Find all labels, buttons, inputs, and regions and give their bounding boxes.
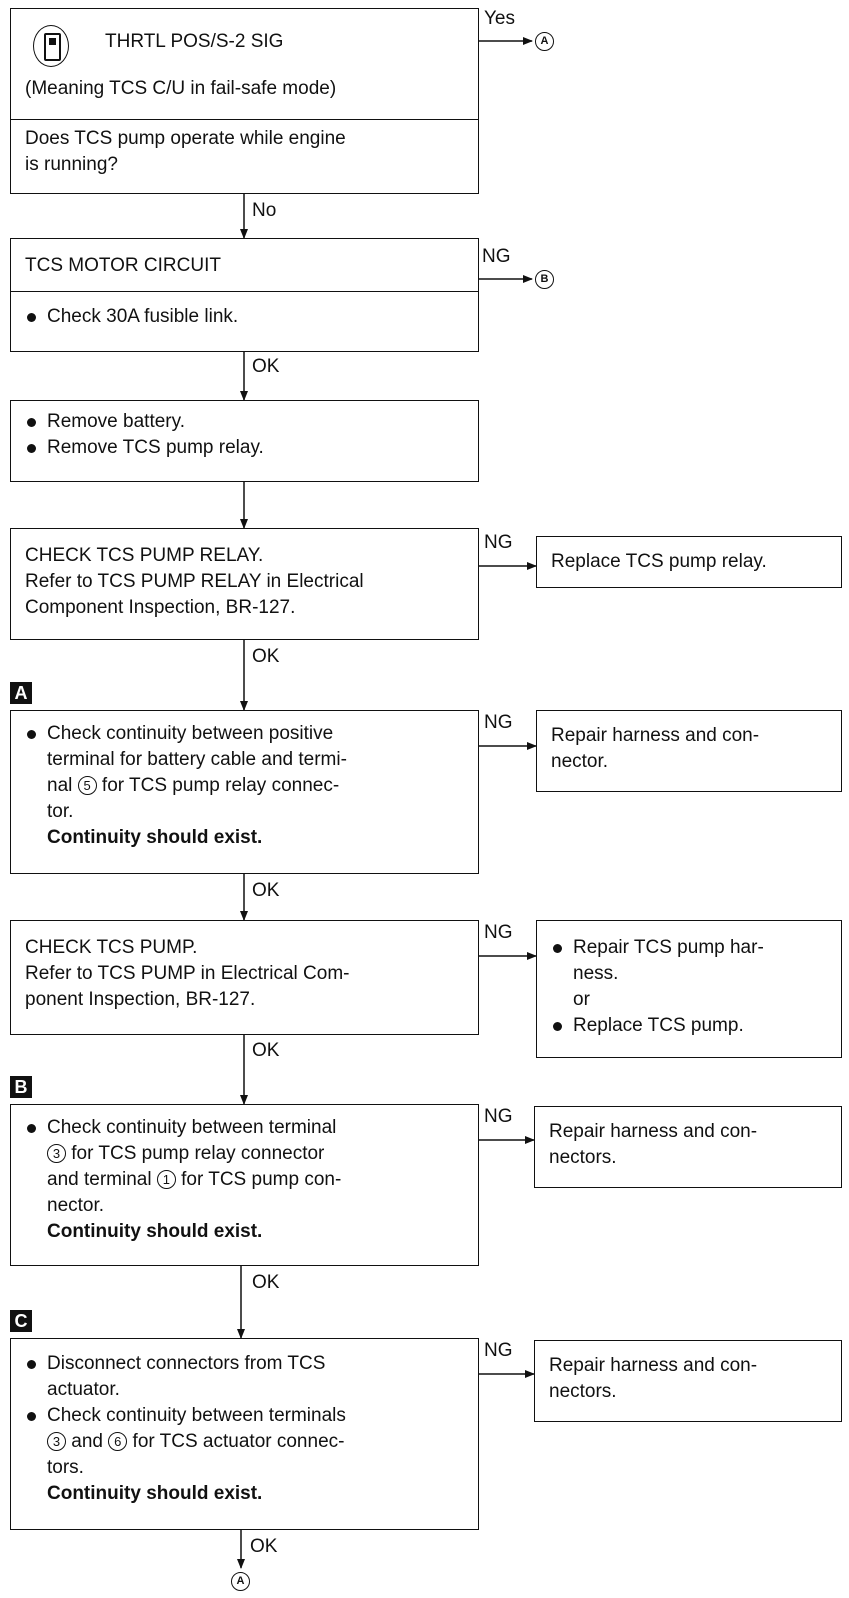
terminal-3: 3 [47, 1144, 66, 1163]
step6-box: CHECK TCS PUMP. Refer to TCS PUMP in Ele… [10, 920, 479, 1035]
consult-tester-icon [33, 25, 69, 67]
connector-a-top: A [535, 32, 554, 51]
step8-item-2: Check continuity between terminals [25, 1403, 468, 1429]
step8-item-1: Disconnect connectors from TCS [25, 1351, 468, 1377]
ng-label-step7: NG [484, 1106, 513, 1127]
ng-label-step4: NG [484, 532, 513, 553]
step1-title: THRTL POS/S-2 SIG [105, 31, 284, 52]
ok-label-step7: OK [252, 1272, 280, 1293]
step8-ng-action-box: Repair harness and con- nectors. [534, 1340, 842, 1422]
marker-a: A [10, 682, 32, 704]
ng-label-step6: NG [484, 922, 513, 943]
ok-label-step6: OK [252, 1040, 280, 1061]
step8-box: Disconnect connectors from TCS actuator.… [10, 1338, 479, 1530]
step2-title: TCS MOTOR CIRCUIT [25, 255, 221, 276]
step8-result: Continuity should exist. [47, 1483, 263, 1504]
marker-c: C [10, 1310, 32, 1332]
step3-box: Remove battery. Remove TCS pump relay. [10, 400, 479, 482]
step5-ng-action-box: Repair harness and con- nector. [536, 710, 842, 792]
ng-label-step8: NG [484, 1340, 513, 1361]
ok-label-step5: OK [252, 880, 280, 901]
step4-box: CHECK TCS PUMP RELAY. Refer to TCS PUMP … [10, 528, 479, 640]
terminal-3: 3 [47, 1432, 66, 1451]
step1-subtitle: (Meaning TCS C/U in fail-safe mode) [25, 78, 337, 99]
marker-b: B [10, 1076, 32, 1098]
ok-label-step2: OK [252, 356, 280, 377]
step2-check: Check 30A fusible link. [25, 304, 468, 330]
terminal-1: 1 [156, 1170, 176, 1189]
step1-question: Does TCS pump operate while engine is ru… [11, 119, 478, 195]
connector-b: B [535, 270, 554, 289]
step7-box: Check continuity between terminal 3 for … [10, 1104, 479, 1266]
step4-ng-action-box: Replace TCS pump relay. [536, 536, 842, 588]
ng-label-step2: NG [482, 246, 511, 267]
ok-label-step4: OK [252, 646, 280, 667]
step7-check: Check continuity between terminal [25, 1115, 468, 1141]
step5-check: Check continuity between positive [25, 721, 468, 747]
ok-label-step8: OK [250, 1536, 278, 1557]
step7-ng-action-box: Repair harness and con- nectors. [534, 1106, 842, 1188]
yes-label: Yes [484, 8, 515, 29]
step3-item-2: Remove TCS pump relay. [25, 435, 468, 461]
step7-result: Continuity should exist. [47, 1221, 263, 1242]
step1-box: THRTL POS/S-2 SIG (Meaning TCS C/U in fa… [10, 8, 479, 194]
step6-ng-action-box: Repair TCS pump har- ness. or Replace TC… [536, 920, 842, 1058]
step2-box: TCS MOTOR CIRCUIT Check 30A fusible link… [10, 238, 479, 352]
ng-label-step5: NG [484, 712, 513, 733]
terminal-5: 5 [77, 776, 97, 795]
connector-a-bottom: A [231, 1572, 250, 1591]
no-label: No [252, 200, 277, 221]
step5-result: Continuity should exist. [47, 827, 263, 848]
terminal-6: 6 [108, 1432, 128, 1451]
step3-item-1: Remove battery. [25, 409, 468, 435]
step5-box: Check continuity between positive termin… [10, 710, 479, 874]
